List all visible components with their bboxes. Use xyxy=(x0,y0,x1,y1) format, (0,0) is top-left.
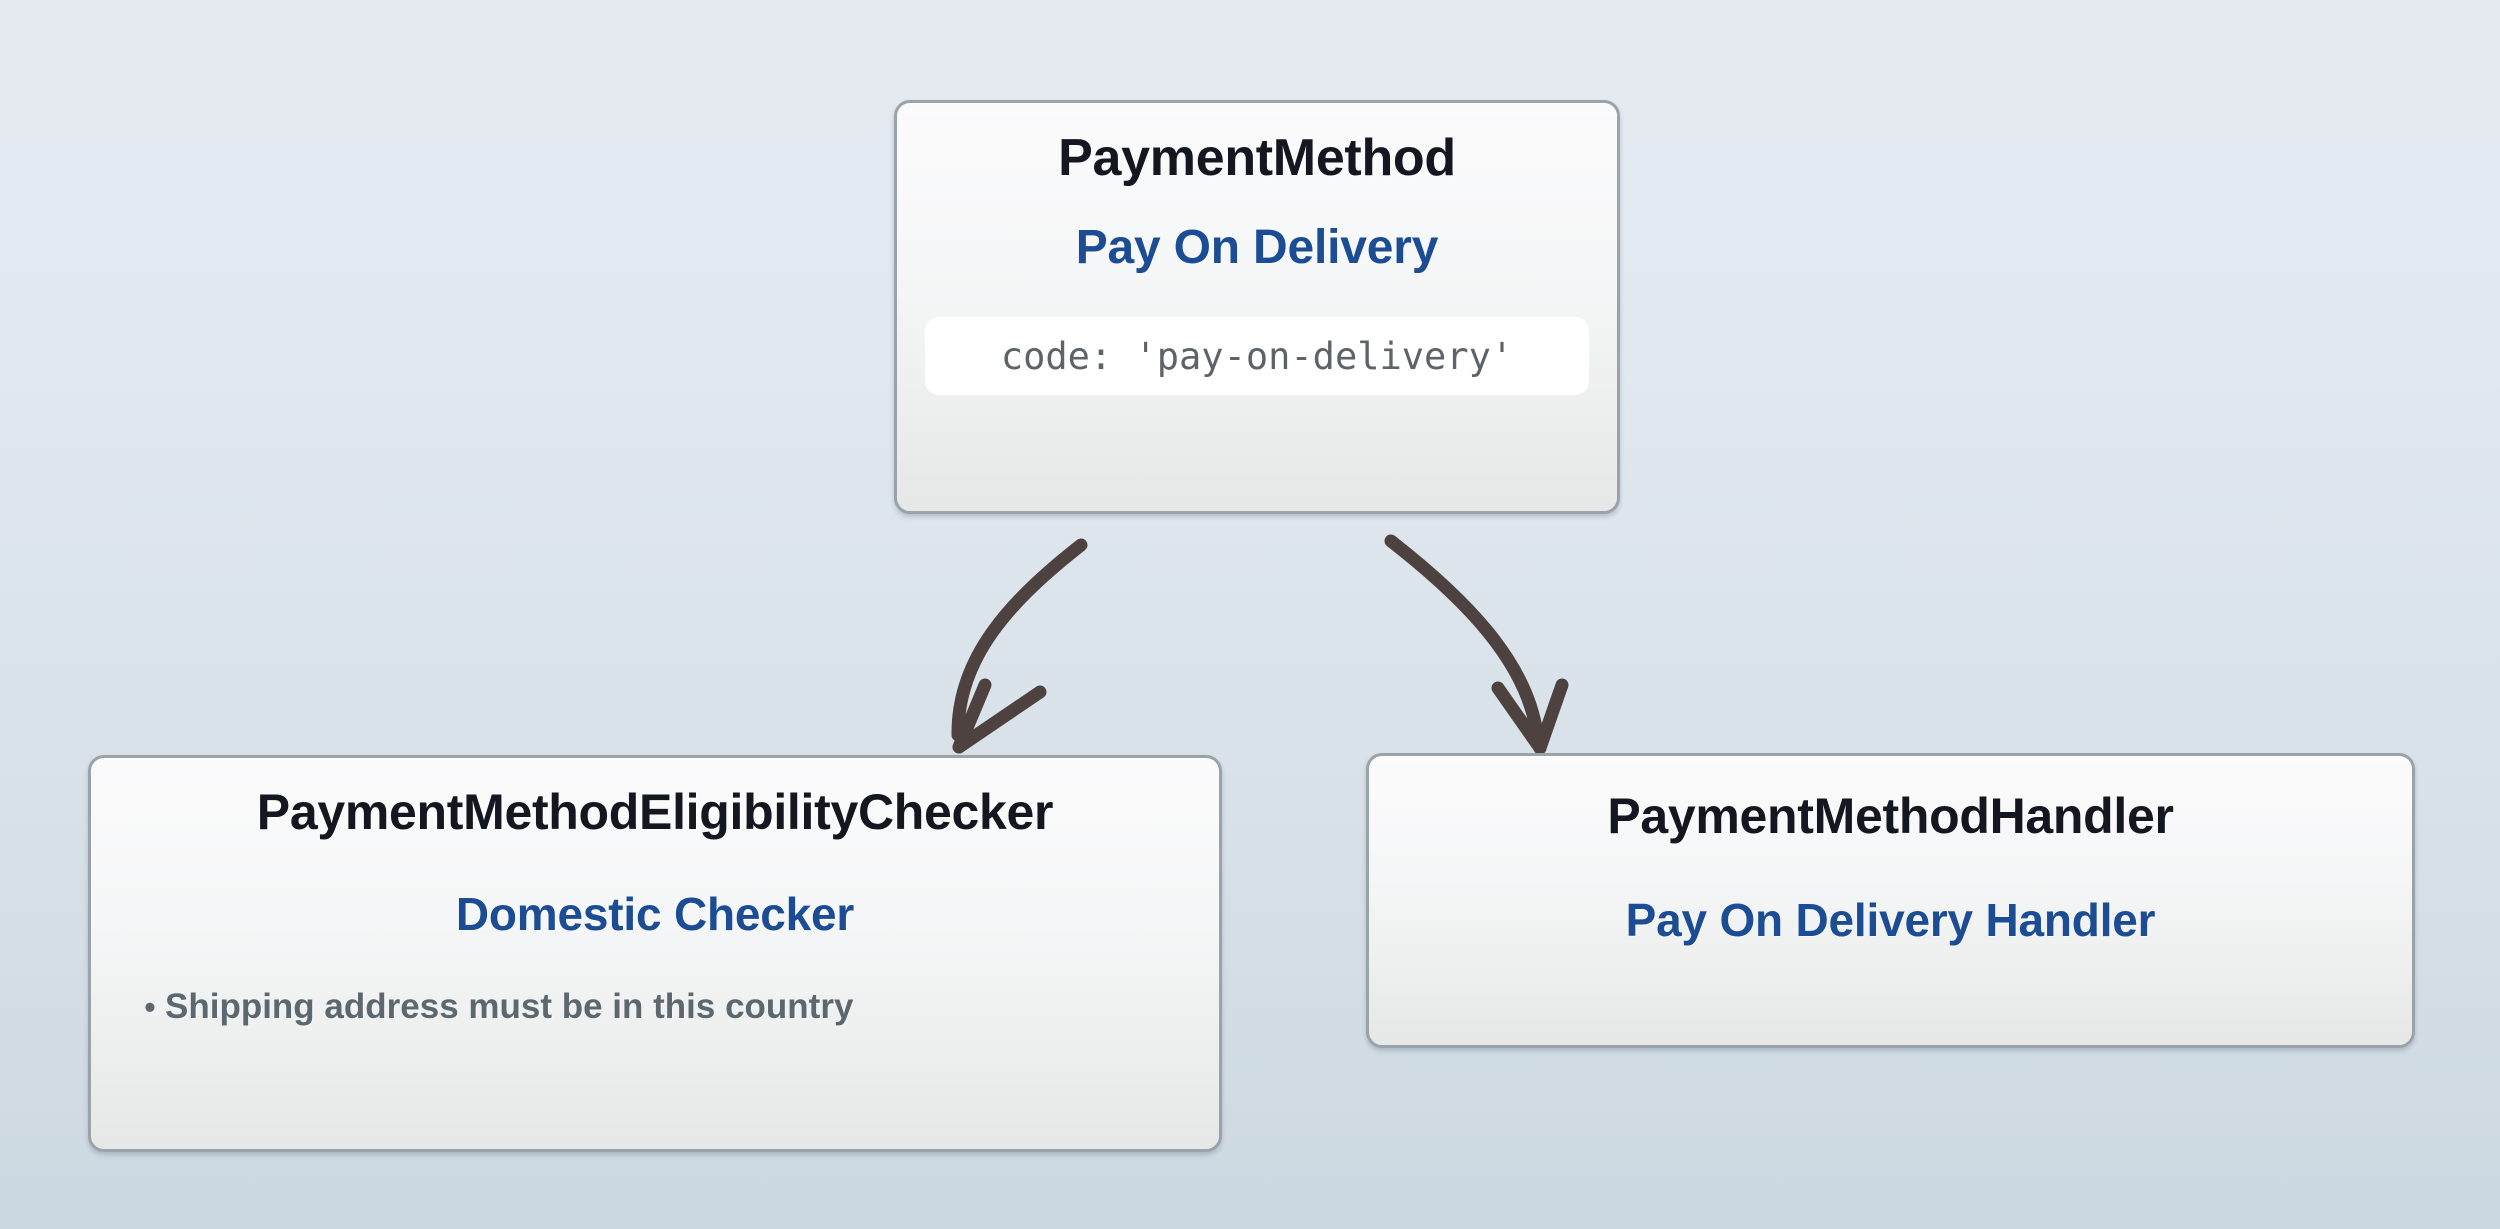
edge-to-eligibility-checker-arrow xyxy=(951,538,1088,754)
node-payment-method-name: Pay On Delivery xyxy=(1075,221,1439,274)
node-payment-method-type-label: PaymentMethod xyxy=(1058,129,1456,187)
node-payment-method-handler[interactable]: PaymentMethodHandler Pay On Delivery Han… xyxy=(1366,753,2415,1048)
bullet-icon: • xyxy=(144,989,156,1025)
code-chip-text: code: 'pay-on-delivery' xyxy=(1000,334,1514,378)
node-payment-method[interactable]: PaymentMethod Pay On Delivery code: 'pay… xyxy=(894,100,1620,514)
node-eligibility-checker[interactable]: PaymentMethodEligibilityChecker Domestic… xyxy=(88,755,1222,1152)
criteria-list: • Shipping address must be in this count… xyxy=(91,986,853,1028)
edge-to-handler-arrow xyxy=(1384,534,1569,755)
code-chip: code: 'pay-on-delivery' xyxy=(925,317,1589,395)
node-eligibility-checker-type-label: PaymentMethodEligibilityChecker xyxy=(256,784,1054,840)
criteria-item: • Shipping address must be in this count… xyxy=(135,986,853,1028)
criteria-item-label: Shipping address must be in this country xyxy=(165,987,854,1026)
node-payment-method-handler-name: Pay On Delivery Handler xyxy=(1625,894,2156,946)
node-payment-method-handler-type-label: PaymentMethodHandler xyxy=(1607,788,2174,844)
node-eligibility-checker-name: Domestic Checker xyxy=(455,888,855,940)
